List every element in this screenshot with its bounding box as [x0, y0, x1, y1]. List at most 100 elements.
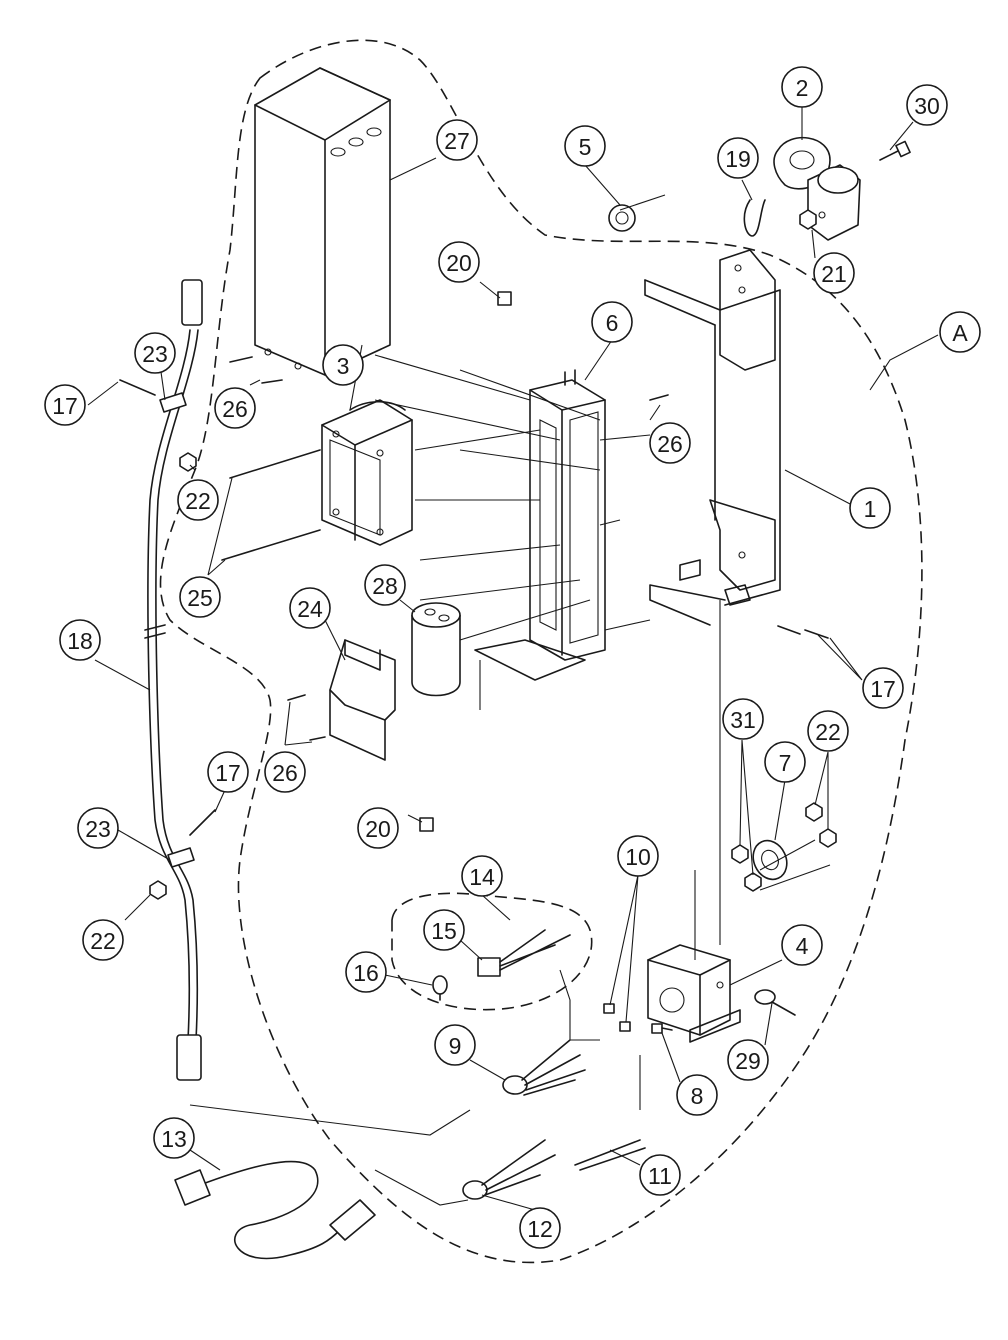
callout-c17c: 17	[862, 667, 904, 709]
callout-c29: 29	[727, 1039, 769, 1081]
callout-c20a: 20	[438, 241, 480, 283]
part-cable-18	[144, 279, 203, 1081]
callout-c7-circle	[764, 741, 806, 783]
callout-c21-circle	[813, 252, 855, 294]
callout-c7-label: 7	[779, 750, 792, 776]
callout-c6-label: 6	[606, 310, 619, 336]
callout-c17c-label: 17	[870, 676, 896, 702]
part-bolts	[119, 291, 829, 900]
callout-c21-label: 21	[821, 261, 847, 287]
callout-c30-label: 30	[914, 93, 940, 119]
callout-assembly-circle	[939, 311, 981, 353]
callout-c17a: 17	[44, 384, 86, 426]
callout-c12-label: 12	[527, 1216, 553, 1242]
part-capacitor-bracket-24	[329, 639, 396, 761]
callout-c23b: 23	[77, 807, 119, 849]
callout-c17b-circle	[207, 751, 249, 793]
callout-group: 1234567891011121314151617171718192020212…	[44, 66, 981, 1249]
callout-c27-circle	[436, 119, 478, 161]
callout-c22c-circle	[807, 710, 849, 752]
part-ring-terminal-29	[754, 989, 796, 1016]
callout-c3-label: 3	[337, 353, 350, 379]
callout-c11-label: 11	[648, 1163, 672, 1189]
callout-c25-circle	[179, 576, 221, 618]
callout-c23b-circle	[77, 807, 119, 849]
part-wires-11	[574, 1139, 646, 1171]
callout-c22a: 22	[177, 479, 219, 521]
callout-c14-label: 14	[469, 864, 495, 890]
callout-c16-circle	[345, 951, 387, 993]
part-knob-5	[608, 204, 636, 232]
callout-c28-label: 28	[372, 573, 398, 599]
part-nuts-22-right	[805, 802, 837, 848]
part-screw-30	[879, 140, 911, 161]
callout-c6: 6	[591, 301, 633, 343]
callout-c27: 27	[436, 119, 478, 161]
part-clip-19	[743, 199, 766, 237]
callout-c22b: 22	[82, 919, 124, 961]
callout-c24-circle	[289, 587, 331, 629]
callout-c11: 11	[639, 1154, 681, 1196]
part-switch-15	[477, 929, 571, 977]
callout-c3-circle	[322, 344, 364, 386]
callout-c9: 9	[434, 1024, 476, 1066]
callout-c8-circle	[676, 1074, 718, 1116]
callout-c26a-label: 26	[222, 396, 248, 422]
callout-c1-label: 1	[864, 496, 877, 522]
callout-c8: 8	[676, 1074, 718, 1116]
callout-c25: 25	[179, 576, 221, 618]
callout-c23a-circle	[134, 332, 176, 374]
callout-c15: 15	[423, 909, 465, 951]
callout-c6-circle	[591, 301, 633, 343]
callout-c14: 14	[461, 855, 503, 897]
callout-c11-circle	[639, 1154, 681, 1196]
callout-c22b-circle	[82, 919, 124, 961]
part-cover-27	[254, 67, 391, 376]
callout-c3: 3	[322, 344, 364, 386]
callout-c24: 24	[289, 587, 331, 629]
part-harness-9	[502, 1039, 586, 1096]
callout-c20a-label: 20	[446, 250, 472, 276]
callout-c20b-circle	[357, 807, 399, 849]
callout-c30: 30	[906, 84, 948, 126]
callout-c18: 18	[59, 619, 101, 661]
callout-c22c: 22	[807, 710, 849, 752]
callout-c26b-label: 26	[657, 431, 683, 457]
part-screw-8	[651, 1023, 673, 1034]
callout-c1: 1	[849, 487, 891, 529]
assembly-boundary	[159, 39, 923, 1264]
callout-c12-circle	[519, 1207, 561, 1249]
callout-c26a-circle	[214, 387, 256, 429]
callout-c22c-label: 22	[815, 719, 841, 745]
callout-c17a-label: 17	[52, 393, 78, 419]
callout-c28-circle	[364, 564, 406, 606]
callout-c5-circle	[564, 125, 606, 167]
callout-c26a: 26	[214, 387, 256, 429]
callout-c26c-label: 26	[272, 760, 298, 786]
callout-c5: 5	[564, 125, 606, 167]
callout-c23b-label: 23	[85, 816, 111, 842]
callout-c19: 19	[717, 137, 759, 179]
part-capacitor-28	[411, 602, 461, 697]
callout-c27-label: 27	[444, 128, 470, 154]
callout-c30-circle	[906, 84, 948, 126]
callout-c24-label: 24	[297, 596, 323, 622]
callout-c1-circle	[849, 487, 891, 529]
callout-c4: 4	[781, 924, 823, 966]
callout-assembly: A	[939, 311, 981, 353]
callout-c29-label: 29	[735, 1048, 761, 1074]
callout-c2-label: 2	[796, 75, 809, 101]
callout-c31-circle	[722, 698, 764, 740]
callout-c8-label: 8	[691, 1083, 704, 1109]
callout-c17c-circle	[862, 667, 904, 709]
callout-c7: 7	[764, 741, 806, 783]
callout-c31-label: 31	[730, 707, 756, 733]
callout-c2-circle	[781, 66, 823, 108]
callout-c15-label: 15	[431, 918, 457, 944]
callout-c23a: 23	[134, 332, 176, 374]
part-bulb-16	[432, 975, 448, 1001]
callout-c13-label: 13	[161, 1126, 187, 1152]
callout-c5-label: 5	[579, 134, 592, 160]
callout-c31: 31	[722, 698, 764, 740]
